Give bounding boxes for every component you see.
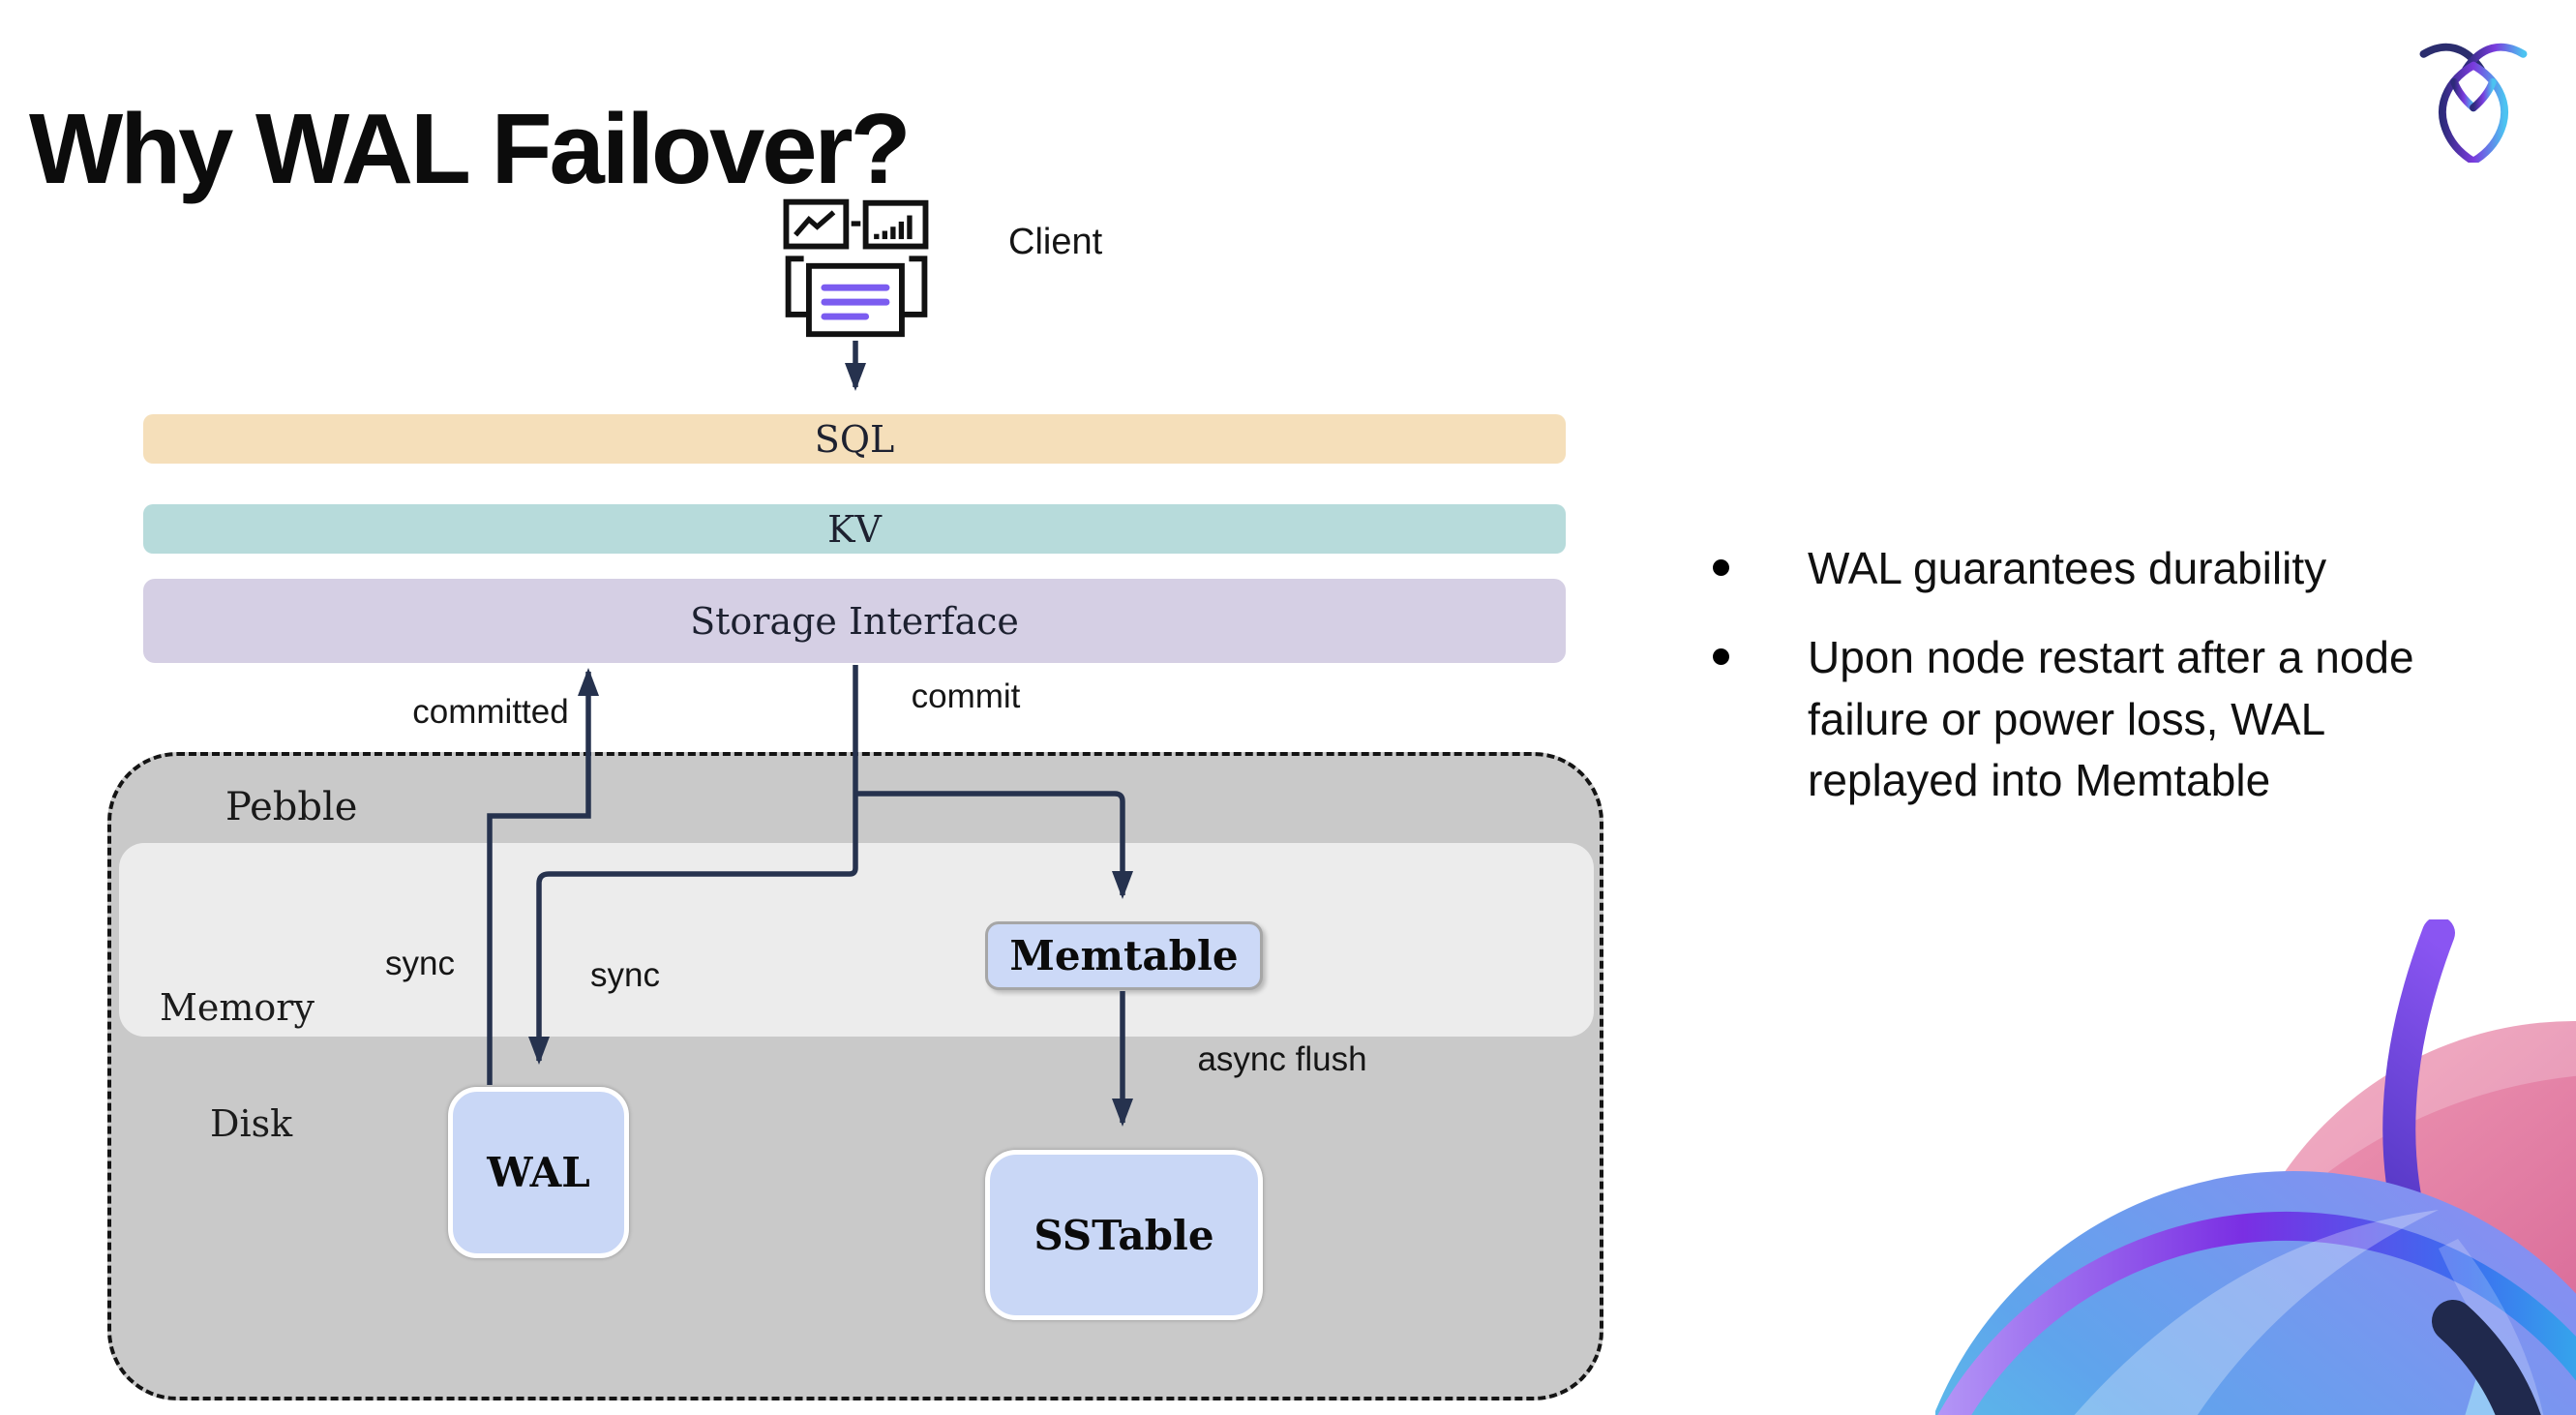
brand-sphere-graphic [1935,919,2576,1415]
edge-label-sync-left: sync [385,945,455,982]
bullet-item: Upon node restart after a node failure o… [1686,627,2489,811]
node-wal: WAL [448,1087,629,1258]
bullet-text: WAL guarantees durability [1808,543,2327,593]
client-workstation-icon [783,198,929,338]
node-memtable-label: Memtable [1009,932,1239,979]
layer-bar-storage-label: Storage Interface [690,599,1019,643]
bullet-marker [1713,648,1729,666]
page-title: Why WAL Failover? [29,93,912,204]
pebble-container: Pebble Memory Disk [107,752,1603,1400]
memory-zone-label: Memory [160,986,315,1029]
bullet-list: WAL guarantees durability Upon node rest… [1686,538,2489,840]
node-sstable: SSTable [985,1150,1263,1320]
disk-zone-label: Disk [210,1102,293,1145]
edge-label-committed: committed [412,693,569,731]
layer-bar-kv: KV [143,504,1566,554]
node-wal-label: WAL [487,1149,590,1196]
layer-bar-storage-interface: Storage Interface [143,579,1566,663]
document-lines [821,284,890,320]
cockroachdb-logo-icon [2419,43,2528,163]
memory-zone [119,843,1594,1037]
node-sstable-label: SSTable [1033,1211,1214,1259]
layer-bar-sql-label: SQL [814,417,895,461]
pebble-label: Pebble [225,785,358,829]
layer-bar-kv-label: KV [827,507,882,551]
bullet-text: Upon node restart after a node failure o… [1808,632,2414,806]
layer-bar-sql: SQL [143,414,1566,464]
edge-label-async-flush: async flush [1197,1040,1367,1078]
bullet-marker [1713,559,1729,576]
node-memtable: Memtable [985,921,1263,990]
edge-label-commit: commit [911,677,1021,715]
bar-chart-glyph [874,215,913,240]
bullet-item: WAL guarantees durability [1686,538,2489,599]
edge-label-sync-right: sync [590,956,660,994]
client-label: Client [1008,222,1103,262]
